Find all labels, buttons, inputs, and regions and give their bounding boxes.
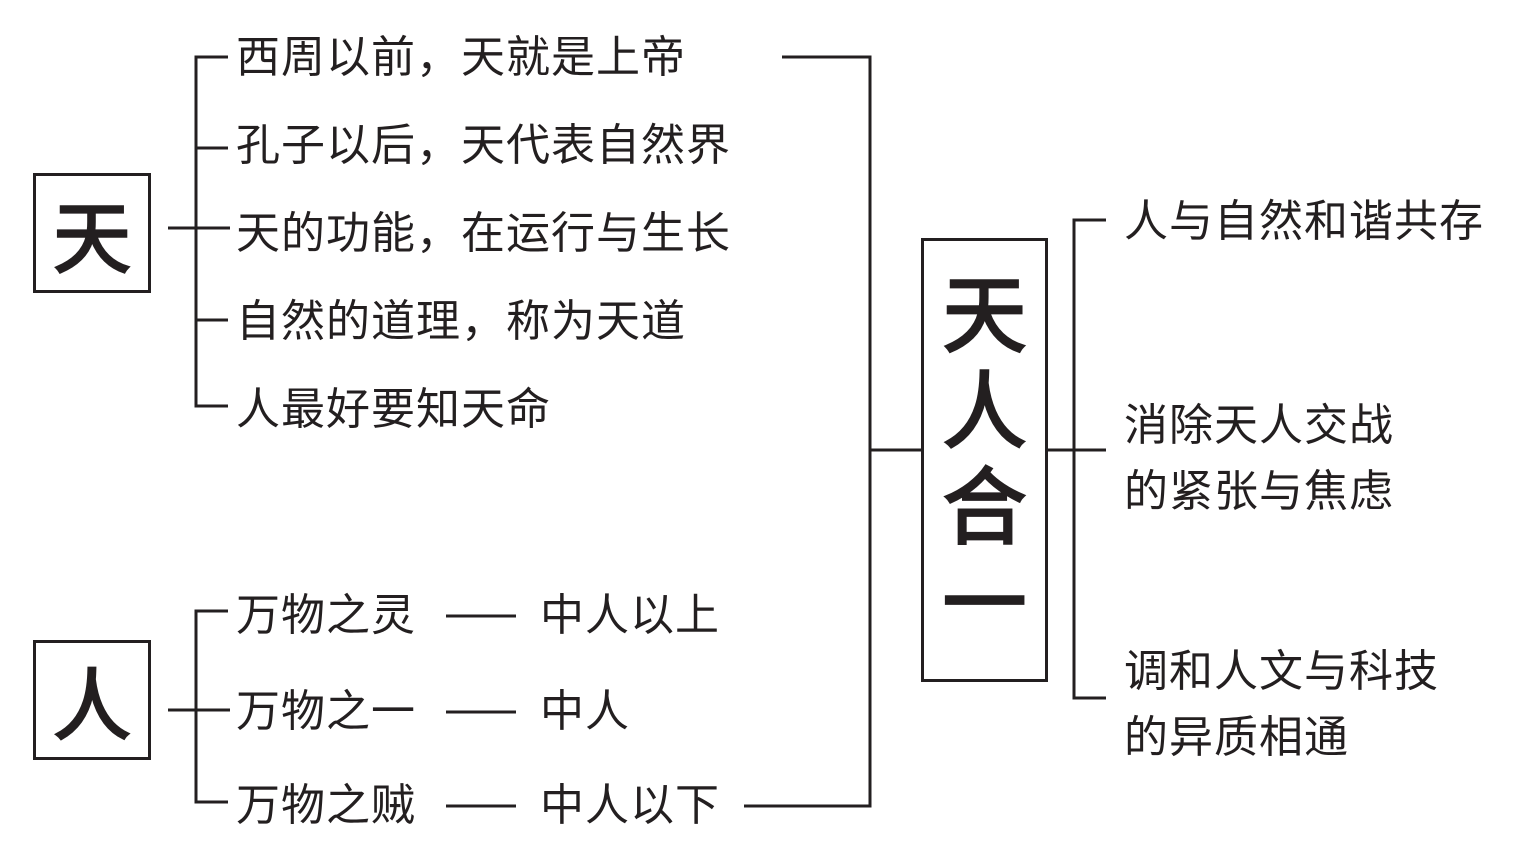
tian-item-1: 西周以前，天就是上帝 — [236, 32, 686, 83]
result-1-line-1: 人与自然和谐共存 — [1124, 196, 1484, 247]
tianrenheyi-box: 天 人 合 一 — [921, 238, 1048, 682]
tian-bracket — [194, 55, 228, 408]
ren-item-1-right: 中人以上 — [540, 590, 720, 641]
center-char-1: 天 — [942, 266, 1027, 365]
ren-title: 人 — [52, 661, 131, 752]
result-2-line-1: 消除天人交战 — [1124, 400, 1394, 451]
ren-item-3-left: 万物之贼 — [236, 780, 416, 831]
tian-item-4: 自然的道理，称为天道 — [236, 296, 686, 347]
ren-item-2-left: 万物之一 — [236, 686, 416, 737]
tian-title: 天 — [52, 194, 131, 285]
center-char-3: 合 — [942, 458, 1027, 557]
tian-item-3: 天的功能，在运行与生长 — [236, 208, 731, 259]
ren-box: 人 — [33, 640, 151, 760]
tian-box: 天 — [33, 173, 151, 293]
ren-bracket — [194, 609, 228, 804]
join-bracket — [744, 55, 872, 808]
result-3-line-2: 的异质相通 — [1124, 712, 1349, 763]
result-3-line-1: 调和人文与科技 — [1124, 646, 1439, 697]
center-char-4: 一 — [942, 554, 1027, 653]
right-bracket — [1072, 218, 1106, 700]
center-char-2: 人 — [942, 362, 1027, 461]
ren-item-2-right: 中人 — [540, 686, 630, 737]
tian-item-2: 孔子以后，天代表自然界 — [236, 120, 731, 171]
result-2-line-2: 的紧张与焦虑 — [1124, 466, 1394, 517]
tian-item-5: 人最好要知天命 — [236, 384, 551, 435]
ren-item-3-right: 中人以下 — [540, 780, 720, 831]
ren-item-1-left: 万物之灵 — [236, 590, 416, 641]
